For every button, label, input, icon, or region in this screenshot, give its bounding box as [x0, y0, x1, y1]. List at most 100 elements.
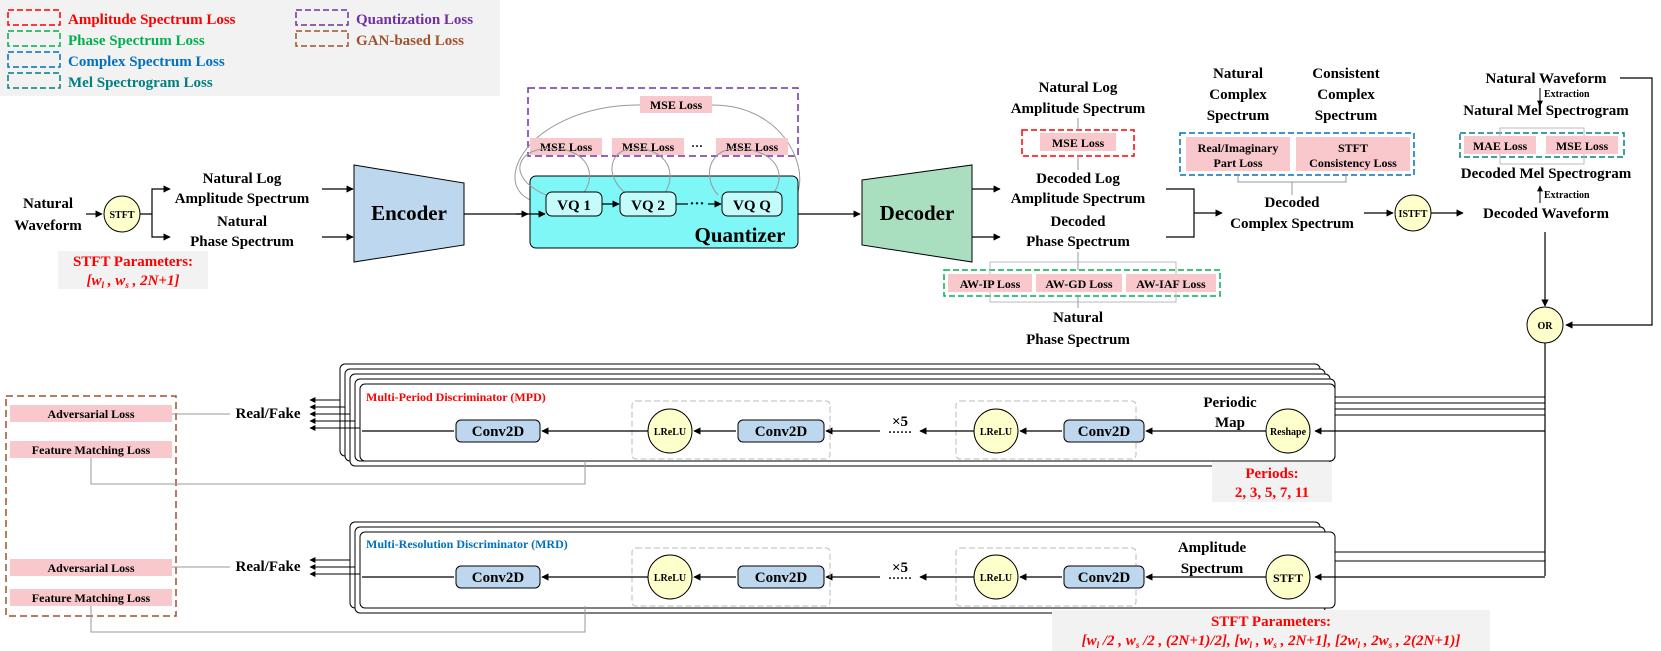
mpd-group	[339, 363, 1336, 467]
stft-label: STFT	[109, 210, 134, 221]
mpd-real-fake: Real/Fake	[236, 406, 301, 422]
mrd-conv-3-label: Conv2D	[1078, 570, 1131, 586]
legend-complex: Complex Spectrum Loss	[68, 54, 225, 70]
mpd-feature-matching-loss: Feature Matching Loss	[32, 443, 151, 457]
mpd-map-line2: Map	[1215, 415, 1245, 431]
phase-loss-box	[943, 269, 1221, 297]
mrd-conv-1-label: Conv2D	[472, 570, 525, 586]
nat-complex-line3: Spectrum	[1207, 108, 1270, 124]
mpd-lrelu-2-label: LReLU	[980, 427, 1012, 438]
legend-quantization: Quantization Loss	[356, 12, 473, 28]
vq-q	[721, 191, 783, 217]
reshape-label: Reshape	[1270, 427, 1307, 438]
decoder-block	[861, 164, 973, 263]
mpd-conv-3	[1063, 419, 1145, 443]
mpd-conv-3-label: Conv2D	[1078, 424, 1131, 440]
periods-label: Periods:	[1245, 466, 1298, 482]
nat-complex-line2: Complex	[1209, 87, 1267, 103]
legend-amplitude: Amplitude Spectrum Loss	[68, 12, 236, 28]
vq-1-label: VQ 1	[557, 198, 591, 214]
quantizer-mse-2: MSE Loss	[622, 140, 675, 154]
natural-log-amp-line2: Amplitude Spectrum	[175, 191, 310, 207]
natural-waveform: Natural Waveform	[1486, 71, 1607, 87]
natural-waveform-line1: Natural	[23, 196, 73, 212]
mpd-dots: ······	[888, 425, 912, 439]
dec-log-amp-line2: Amplitude Spectrum	[1011, 191, 1146, 207]
vq-dots: ···	[689, 196, 704, 212]
legend-mel: Mel Spectrogram Loss	[68, 75, 213, 91]
mrd-lrelu-1-label: LReLU	[654, 573, 686, 584]
consistent-line3: Spectrum	[1315, 108, 1378, 124]
gan-loss-box	[5, 395, 177, 617]
stft-params: [wl , ws , 2N+1]	[87, 273, 180, 290]
mrd-feature-matching-loss: Feature Matching Loss	[32, 591, 151, 605]
nat-log-amp-line1: Natural Log	[1039, 80, 1118, 96]
nat-log-amp-line2: Amplitude Spectrum	[1011, 101, 1146, 117]
vq-q-label: VQ Q	[733, 198, 771, 214]
mrd-conv-3	[1063, 565, 1145, 589]
nat-phase-line2: Phase Spectrum	[1026, 332, 1130, 348]
natural-phase-line2: Phase Spectrum	[190, 234, 294, 250]
quantizer-mse-1: MSE Loss	[540, 140, 593, 154]
aw-iaf-loss: AW-IAF Loss	[1136, 277, 1206, 291]
dec-complex-line2: Complex Spectrum	[1230, 216, 1354, 232]
encoder-label: Encoder	[371, 201, 447, 225]
decoder-label: Decoder	[880, 201, 955, 225]
mrd-params-label: STFT Parameters:	[1211, 614, 1331, 630]
mrd-times5: ×5	[892, 560, 908, 576]
mrd-real-fake: Real/Fake	[236, 559, 301, 575]
dec-complex-line1: Decoded	[1265, 195, 1321, 211]
quantizer-mse-dots: ···	[691, 139, 703, 153]
mrd-title: Multi-Resolution Discriminator (MRD)	[366, 537, 568, 551]
mrd-dots: ······	[888, 571, 912, 585]
mpd-conv-1	[455, 419, 541, 443]
mrd-conv-2-label: Conv2D	[755, 570, 808, 586]
legend-phase: Phase Spectrum Loss	[68, 33, 205, 49]
natural-waveform-line2: Waveform	[14, 218, 82, 234]
vq-2-label: VQ 2	[631, 198, 665, 214]
consistent-line2: Complex	[1317, 87, 1375, 103]
mae-loss: MAE Loss	[1473, 139, 1528, 153]
mrd-adversarial-loss: Adversarial Loss	[48, 561, 135, 575]
periods-values: 2, 3, 5, 7, 11	[1235, 485, 1309, 501]
legend: Amplitude Spectrum Loss Phase Spectrum L…	[0, 0, 500, 96]
aw-gd-loss: AW-GD Loss	[1045, 277, 1113, 291]
mpd-adversarial-loss: Adversarial Loss	[48, 407, 135, 421]
decoded-waveform: Decoded Waveform	[1483, 206, 1609, 222]
dec-phase-line2: Phase Spectrum	[1026, 234, 1130, 250]
encoder-block	[353, 164, 465, 263]
amp-mse-loss: MSE Loss	[1052, 136, 1105, 150]
mpd-title: Multi-Period Discriminator (MPD)	[366, 390, 546, 404]
mpd-conv-2	[737, 419, 825, 443]
quantizer-label: Quantizer	[695, 223, 786, 247]
extraction-bottom: Extraction	[1544, 190, 1590, 201]
mel-mse-loss: MSE Loss	[1556, 139, 1609, 153]
natural-log-amp-line1: Natural Log	[203, 171, 282, 187]
quantizer-mse-q: MSE Loss	[726, 140, 779, 154]
mpd-conv-2-label: Conv2D	[755, 424, 808, 440]
mel-loss-box	[1459, 132, 1625, 158]
mrd-map-line1: Amplitude	[1178, 540, 1247, 556]
mpd-conv-1-label: Conv2D	[472, 424, 525, 440]
nat-phase-line1: Natural	[1053, 310, 1103, 326]
quantizer-mse-top: MSE Loss	[650, 98, 703, 112]
natural-phase-line1: Natural	[217, 214, 267, 230]
stft-consistency-line1: STFT	[1338, 141, 1368, 155]
aw-ip-loss: AW-IP Loss	[960, 277, 1021, 291]
natural-mel: Natural Mel Spectrogram	[1463, 103, 1629, 119]
mpd-times5: ×5	[892, 414, 908, 430]
stft-consistency-line2: Consistency Loss	[1309, 156, 1397, 170]
real-imag-line2: Part Loss	[1214, 156, 1263, 170]
mrd-params: [wl /2 , ws /2 , (2N+1)/2], [wl , ws , 2…	[1082, 633, 1461, 650]
nat-complex-line1: Natural	[1213, 66, 1263, 82]
mrd-lrelu-2-label: LReLU	[980, 573, 1012, 584]
legend-gan: GAN-based Loss	[356, 33, 464, 49]
real-imag-line1: Real/Imaginary	[1198, 141, 1279, 155]
mrd-conv-1	[455, 565, 541, 589]
mrd-conv-2	[737, 565, 825, 589]
decoded-mel: Decoded Mel Spectrogram	[1461, 166, 1632, 182]
dec-phase-line1: Decoded	[1051, 214, 1107, 230]
mrd-map-line2: Spectrum	[1181, 561, 1244, 577]
mpd-map-line1: Periodic	[1203, 395, 1257, 411]
